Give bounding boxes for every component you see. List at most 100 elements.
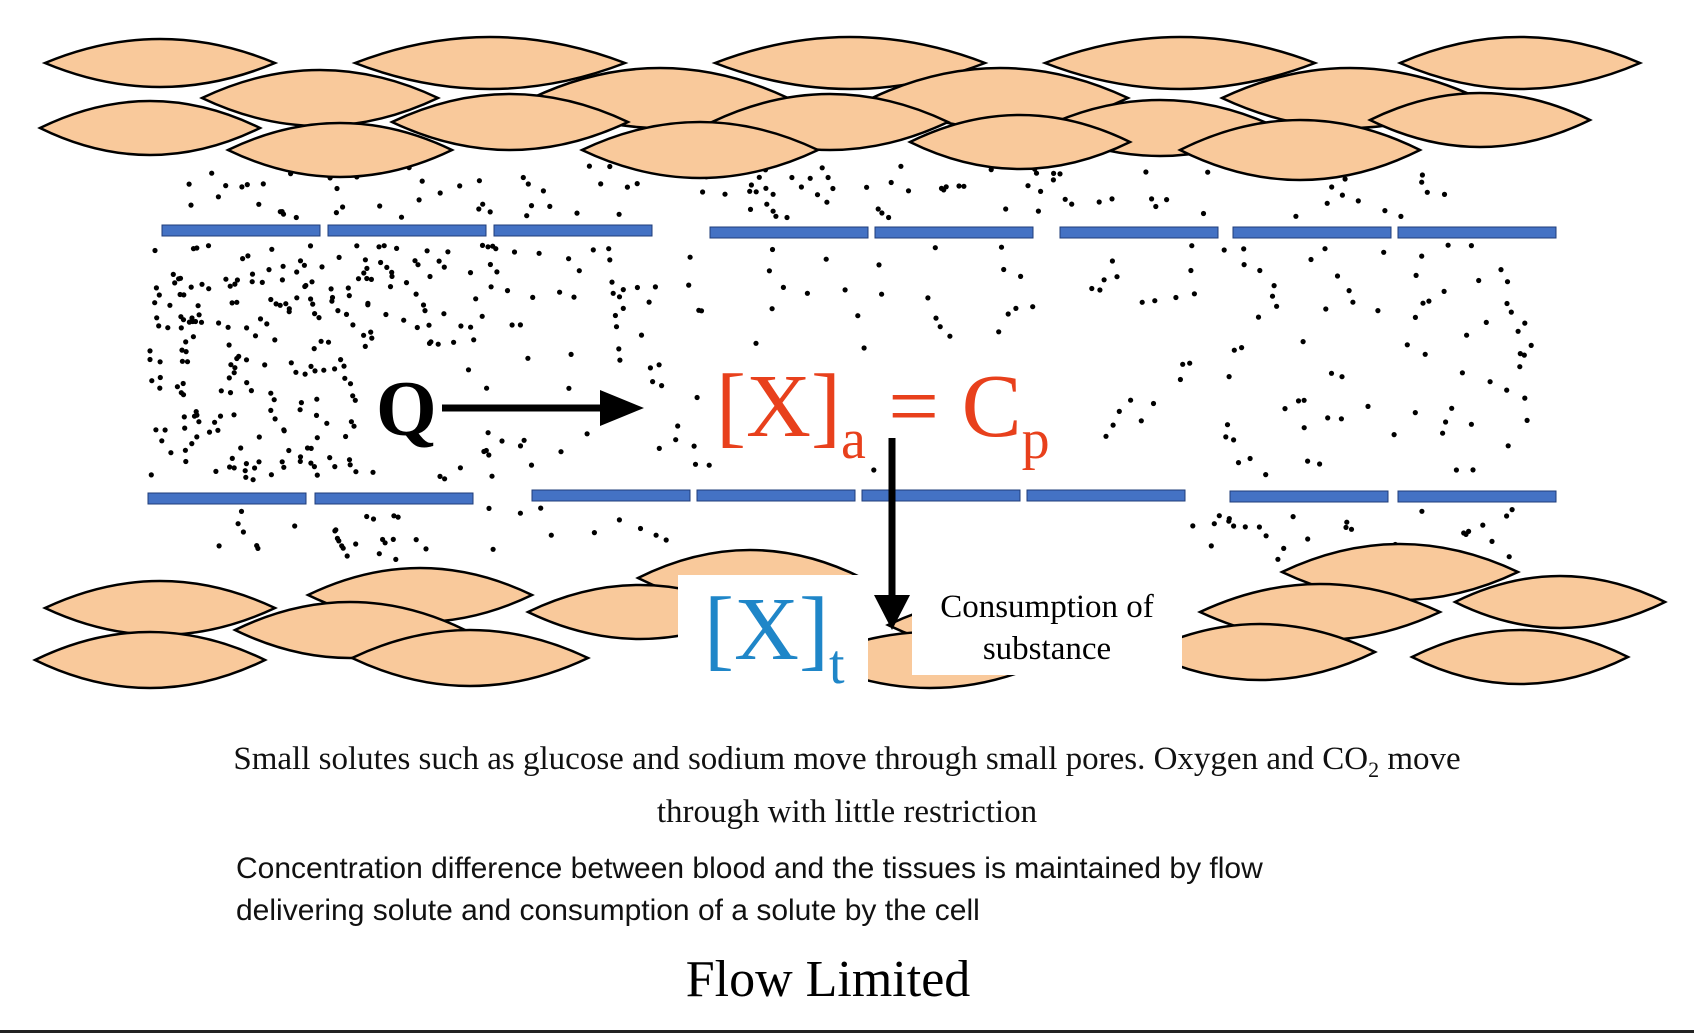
solute-particle — [329, 294, 336, 301]
solute-particle — [235, 521, 241, 527]
solute-particle — [308, 460, 314, 466]
solute-particle — [179, 358, 185, 364]
solute-particle — [346, 293, 352, 299]
solute-particle — [344, 553, 350, 559]
solute-particle — [217, 413, 224, 419]
solute-particle — [1269, 293, 1276, 299]
solute-particle — [1152, 298, 1158, 304]
solute-particle — [377, 203, 383, 209]
solute-particle — [268, 407, 274, 413]
solute-particle — [215, 194, 221, 200]
tissue-cell — [1396, 35, 1644, 91]
tissue-cell — [1142, 622, 1378, 682]
solute-particle — [1211, 521, 1217, 527]
solute-particle — [1480, 522, 1486, 528]
solute-particle — [1187, 360, 1193, 366]
solute-particle — [451, 339, 457, 345]
solute-particle — [269, 246, 275, 252]
solute-particle — [1103, 433, 1109, 439]
solute-particle — [1097, 287, 1103, 293]
solute-particle — [613, 324, 620, 330]
solute-particle — [1216, 513, 1222, 519]
solute-particle — [1515, 328, 1521, 334]
solute-particle — [436, 258, 442, 264]
solute-particle — [170, 271, 176, 277]
solute-particle — [183, 339, 189, 345]
solute-particle — [245, 253, 251, 259]
solute-particle — [272, 337, 278, 343]
solute-particle — [706, 462, 712, 468]
solute-particle — [888, 179, 894, 186]
solute-particle — [189, 315, 195, 321]
solute-particle — [1109, 196, 1115, 202]
solute-particle — [467, 270, 474, 276]
solute-particle — [1504, 513, 1510, 519]
solute-particle — [1301, 425, 1307, 431]
solute-particle — [1035, 208, 1041, 214]
solute-particle — [1391, 432, 1397, 438]
solute-particle — [152, 300, 158, 306]
solute-particle — [368, 329, 374, 335]
solute-particle — [1489, 538, 1495, 545]
solute-particle — [489, 473, 495, 479]
solute-particle — [223, 183, 229, 189]
solute-particle — [271, 397, 277, 403]
solute-particle — [861, 345, 867, 351]
solute-particle — [634, 181, 640, 187]
solute-particle — [574, 210, 580, 216]
solute-particle — [334, 185, 340, 192]
tissue-cell — [1041, 35, 1319, 91]
solute-particle — [814, 192, 821, 198]
solute-particle — [413, 291, 419, 297]
solute-particle — [616, 517, 623, 523]
solute-particle — [255, 545, 261, 552]
solute-particle — [1517, 351, 1523, 357]
solute-particle — [403, 280, 410, 286]
solute-particle — [1282, 406, 1288, 412]
consumption-label-line2: substance — [982, 631, 1112, 667]
solute-particle — [157, 359, 163, 365]
solute-particle — [157, 385, 163, 391]
solute-particle — [517, 322, 524, 328]
tissue-cell — [351, 35, 629, 91]
solute-particle — [1305, 536, 1311, 542]
solute-particle — [557, 289, 563, 295]
solute-particle — [650, 379, 656, 385]
solute-particle — [422, 308, 428, 314]
solute-particle — [228, 362, 234, 368]
solute-particle — [167, 302, 173, 308]
solute-particle — [190, 334, 196, 340]
solute-particle — [525, 181, 531, 187]
solute-particle — [476, 206, 482, 212]
solute-particle — [941, 187, 947, 193]
pores-caption-start: Small solutes such as glucose and sodium… — [233, 741, 1369, 777]
solute-particle — [1128, 397, 1134, 403]
solute-particle — [364, 513, 370, 520]
solute-particle — [1224, 422, 1231, 428]
solute-particle — [213, 468, 219, 474]
solute-particle — [420, 302, 427, 308]
solute-particle — [1226, 374, 1232, 380]
solute-particle — [1189, 243, 1195, 249]
solute-particle — [540, 188, 547, 194]
solute-particle — [415, 262, 421, 268]
solute-particle — [302, 371, 308, 377]
solute-particle — [700, 189, 706, 195]
solute-particle — [1256, 524, 1262, 530]
solute-particle — [886, 214, 892, 221]
solute-particle — [352, 397, 358, 403]
solute-particle — [1339, 374, 1345, 380]
solute-particle — [493, 246, 499, 252]
solute-particle — [314, 435, 320, 441]
solute-particle — [370, 469, 376, 475]
solute-particle — [1305, 458, 1311, 464]
solute-particle — [687, 254, 693, 260]
solute-particle — [1348, 526, 1355, 532]
solute-particle — [766, 268, 773, 274]
solute-particle — [297, 458, 303, 464]
solute-particle — [1001, 266, 1007, 273]
solute-particle — [394, 245, 400, 251]
diffusion-arrow — [874, 438, 910, 630]
capillary-wall-segment — [1229, 490, 1389, 503]
solute-particle — [297, 407, 303, 413]
